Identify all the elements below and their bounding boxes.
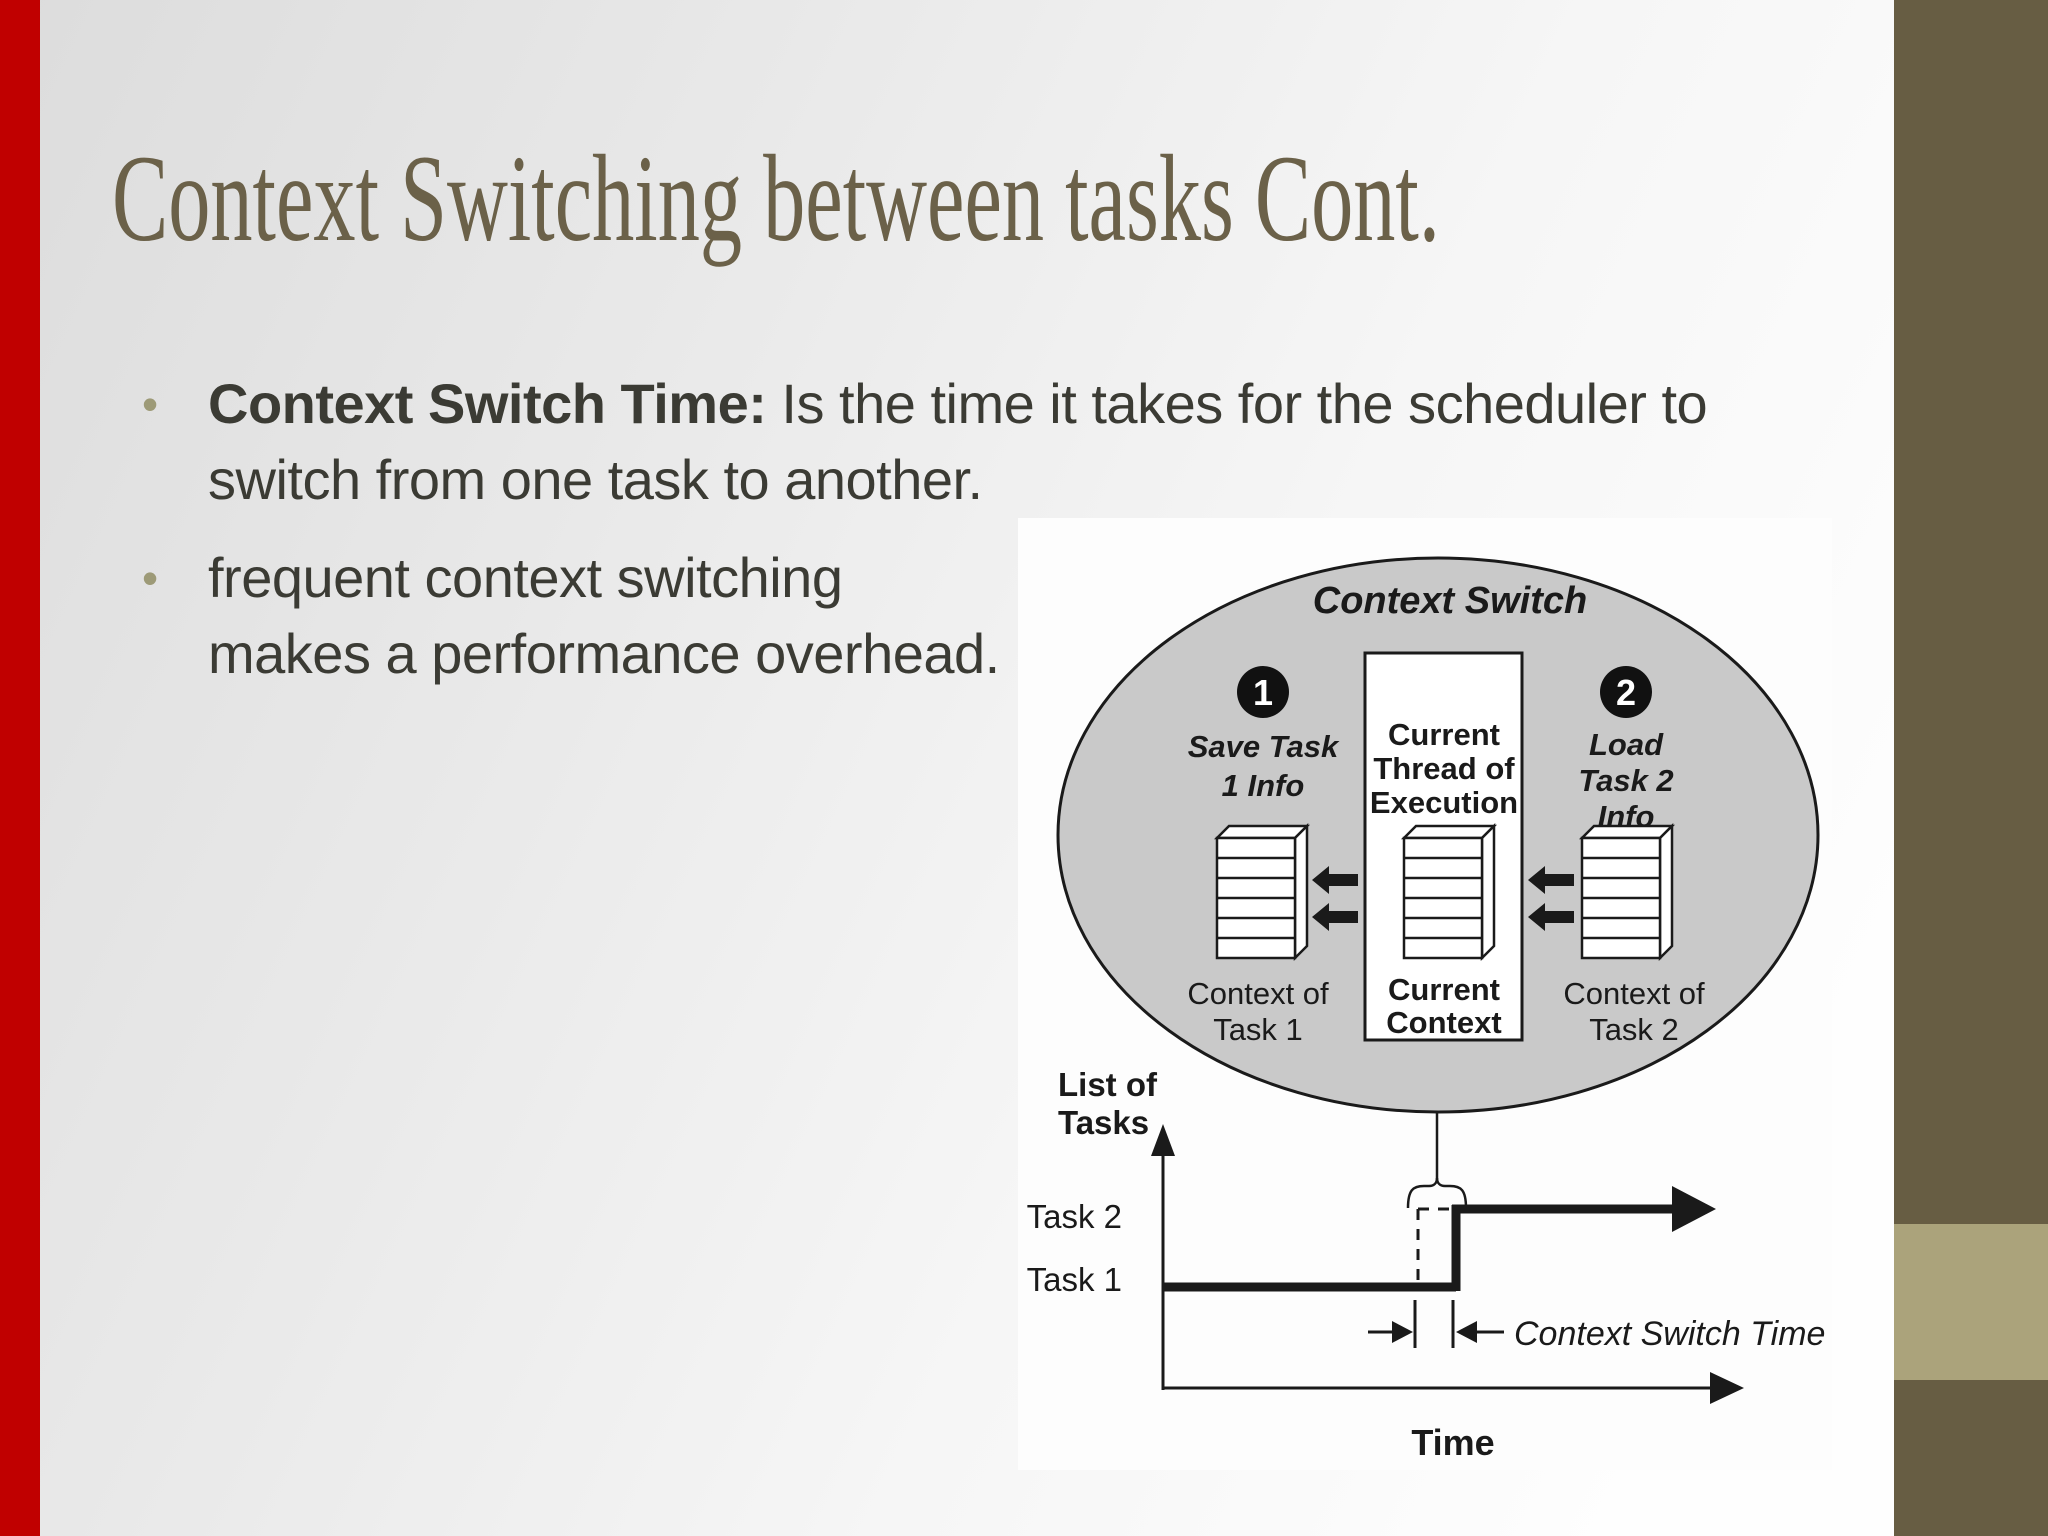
save-task-label-line2: 1 Info	[1222, 768, 1305, 803]
bullet-1-line-2: switch from one task to another.	[208, 448, 983, 511]
switch-region-brace	[1406, 1177, 1468, 1209]
bullet-list: • Context Switch Time: Is the time it ta…	[138, 366, 1858, 714]
switch-dashed-outline	[1416, 1207, 1450, 1287]
load-task-label-line2: Task 2	[1578, 763, 1673, 798]
current-thread-line2: Thread of	[1373, 751, 1515, 786]
current-context-line1: Current	[1388, 972, 1500, 1007]
context-of-task1-line1: Context of	[1187, 976, 1329, 1011]
bullet-1-line-1: Context Switch Time: Is the time it take…	[208, 366, 1708, 442]
measure-arrow-left-icon	[1392, 1321, 1413, 1343]
task1-tick-label: Task 1	[1027, 1261, 1122, 1298]
y-axis-label-line2: Tasks	[1058, 1104, 1149, 1141]
step-1-badge	[1237, 666, 1289, 718]
save-arrows-icon	[1312, 866, 1358, 931]
bullet-dot-icon: •	[142, 552, 159, 604]
time-axis-label: Time	[1411, 1422, 1494, 1463]
load-task-label-line1: Load	[1589, 727, 1664, 762]
left-red-accent-bar	[0, 0, 40, 1536]
step-2-badge	[1600, 666, 1652, 718]
task2-context-stack	[1578, 822, 1676, 962]
current-context-stack	[1400, 822, 1498, 962]
context-of-task1-line2: Task 1	[1213, 1012, 1303, 1047]
task1-context-stack	[1213, 822, 1311, 962]
context-switch-time-label: Context Switch Time	[1514, 1315, 1825, 1353]
bullet-2-line-1: frequent context switching	[208, 546, 843, 609]
bullet-item-context-switch-time: • Context Switch Time: Is the time it ta…	[138, 366, 1858, 518]
bullet-1-rest: Is the time it takes for the scheduler t…	[766, 372, 1708, 435]
step-2-number: 2	[1616, 672, 1636, 713]
current-context-line2: Context	[1386, 1005, 1501, 1040]
load-arrows-icon	[1528, 866, 1574, 931]
x-axis-arrowhead-icon	[1710, 1372, 1744, 1404]
context-switch-diagram: Context Switch 1 Save Task 1 Info 2 Load…	[1027, 556, 1825, 1463]
context-of-task2-line2: Task 2	[1589, 1012, 1679, 1047]
current-thread-line3: Execution	[1370, 785, 1518, 820]
right-bar-tan-square	[1894, 1224, 2048, 1380]
measure-arrow-right-icon	[1456, 1321, 1477, 1343]
bullet-dot-icon: •	[142, 378, 159, 430]
current-thread-line1: Current	[1388, 717, 1500, 752]
y-axis-arrowhead-icon	[1151, 1124, 1175, 1156]
task2-arrowhead-icon	[1672, 1186, 1716, 1232]
step-1-number: 1	[1253, 672, 1273, 713]
y-axis-label-line1: List of	[1058, 1066, 1158, 1103]
task2-tick-label: Task 2	[1027, 1198, 1122, 1235]
slide-title: Context Switching between tasks Cont.	[112, 130, 1440, 267]
context-switch-figure: Context Switch 1 Save Task 1 Info 2 Load…	[1018, 518, 1832, 1470]
bullet-2-line-2: makes a performance overhead.	[208, 622, 1000, 685]
ellipse-title: Context Switch	[1313, 580, 1587, 622]
context-of-task2-line1: Context of	[1563, 976, 1705, 1011]
save-task-label-line1: Save Task	[1188, 729, 1340, 764]
bullet-1-lead: Context Switch Time:	[208, 372, 767, 435]
bullet-item-frequent-switching: • frequent context switching makes a per…	[138, 540, 1858, 692]
